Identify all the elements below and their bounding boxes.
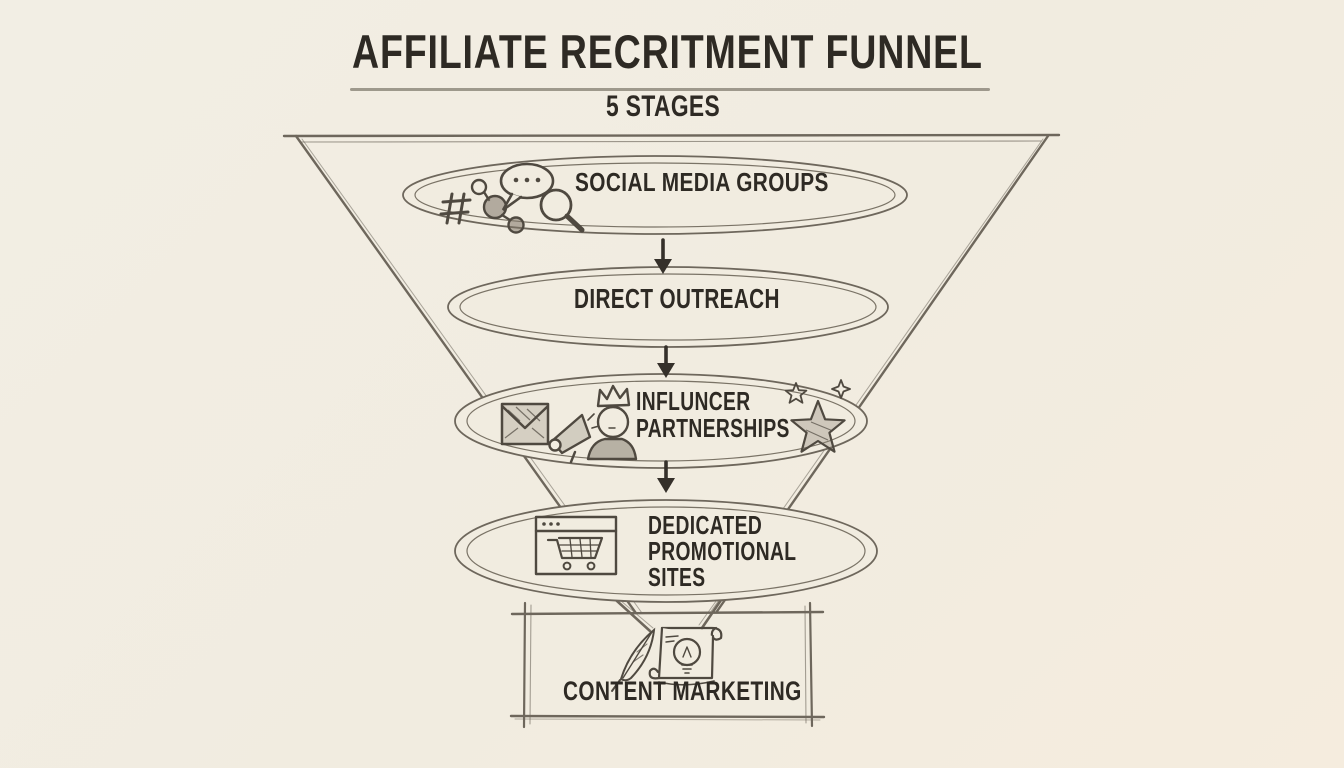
speech-bubble-icon <box>499 162 555 212</box>
stage-5-box <box>509 601 826 729</box>
arrow-stage1-stage2 <box>654 238 672 274</box>
stage-1-label: SOCIAL MEDIA GROUPS <box>575 167 829 197</box>
crowned-person-icon <box>586 384 638 461</box>
network-nodes-icon <box>470 178 525 234</box>
stage-2-label: DIRECT OUTREACH <box>574 283 780 314</box>
scroll-lightbulb-icon <box>648 626 723 686</box>
browser-cart-icon <box>534 515 618 576</box>
stage-2-ellipse <box>447 266 889 348</box>
envelope-icon <box>500 402 550 446</box>
stage-5-label: CONTENT MARKETING <box>563 676 802 706</box>
funnel-outline <box>282 133 1061 632</box>
stage-4-label: DEDICATED PROMOTIONAL SITES <box>648 510 797 592</box>
megaphone-icon <box>548 413 600 464</box>
stars-icon <box>784 379 851 453</box>
arrow-stage3-stage4 <box>657 460 675 493</box>
quill-icon <box>611 627 656 692</box>
stage-3-label: INFLUNCER PARTNERSHIPS <box>636 386 790 443</box>
arrow-stage2-stage3 <box>657 345 675 378</box>
page-subtitle: 5 STAGES <box>606 90 721 123</box>
hashtag-icon <box>439 192 472 225</box>
title-underline <box>350 88 990 91</box>
magnifier-icon <box>539 188 585 233</box>
page-title: AFFILIATE RECRITMENT FUNNEL <box>352 25 983 78</box>
